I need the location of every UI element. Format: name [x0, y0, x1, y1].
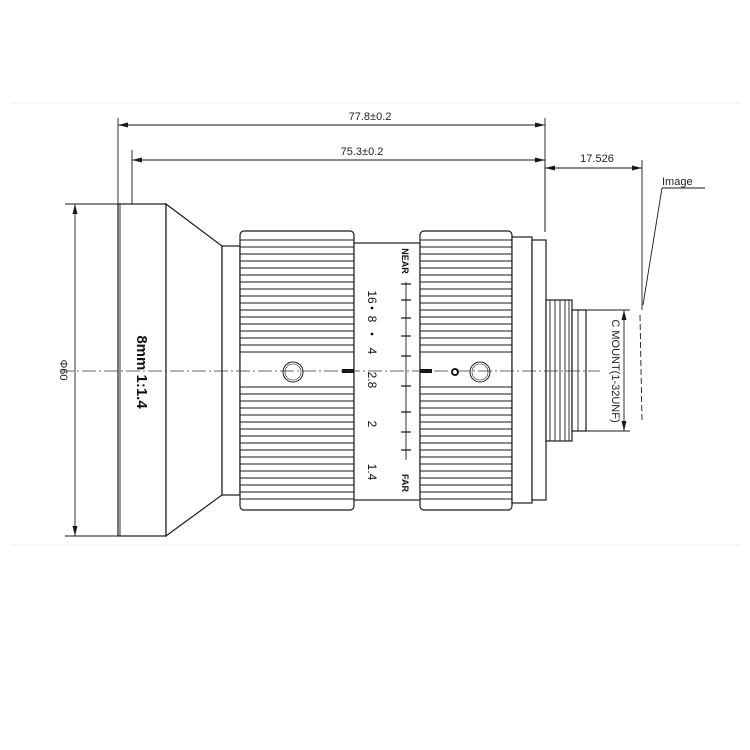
mount-label: C MOUNT(1-32UNF) — [609, 319, 621, 422]
aperture-mark-8: 8 — [365, 316, 379, 323]
aperture-mark-2-8: 2.8 — [365, 372, 379, 389]
lens-spec-label: 8mm 1:1.4 — [133, 335, 150, 409]
aperture-mark-4: 4 — [365, 348, 379, 355]
image-plane-callout: Image — [639, 176, 705, 421]
dimension-diameter: Φ60 — [57, 203, 118, 537]
middle-body — [221, 245, 241, 496]
dimension-mount: C MOUNT(1-32UNF) — [586, 309, 630, 432]
front-barrel — [117, 203, 167, 537]
image-plane-label: Image — [662, 176, 693, 188]
conical-section — [165, 202, 223, 538]
body-length-label: 75.3±0.2 — [341, 146, 384, 158]
dimension-overall-length: 77.8±0.2 — [117, 111, 546, 232]
focus-ring — [419, 230, 513, 511]
scale-section — [353, 242, 421, 501]
aperture-ring-screw — [282, 361, 304, 383]
back-focus-label: 17.526 — [580, 153, 614, 165]
focus-scale: NEAR FAR — [400, 248, 411, 493]
aperture-mark-16: 16 — [365, 290, 379, 304]
rear-body — [511, 236, 533, 504]
aperture-mark-2: 2 — [365, 421, 379, 428]
diameter-label: Φ60 — [57, 359, 69, 380]
overall-length-label: 77.8±0.2 — [349, 111, 392, 123]
aperture-ring — [239, 230, 355, 511]
near-label: NEAR — [400, 248, 410, 274]
far-label: FAR — [400, 474, 410, 493]
aperture-scale: 16 8 4 2.8 2 1.4 — [365, 290, 379, 480]
dimension-back-focus: 17.526 — [544, 153, 643, 310]
c-mount-thread — [545, 299, 587, 442]
aperture-mark-1-4: 1.4 — [365, 464, 379, 481]
rear-step — [531, 239, 547, 501]
focus-ring-screw — [469, 361, 491, 383]
